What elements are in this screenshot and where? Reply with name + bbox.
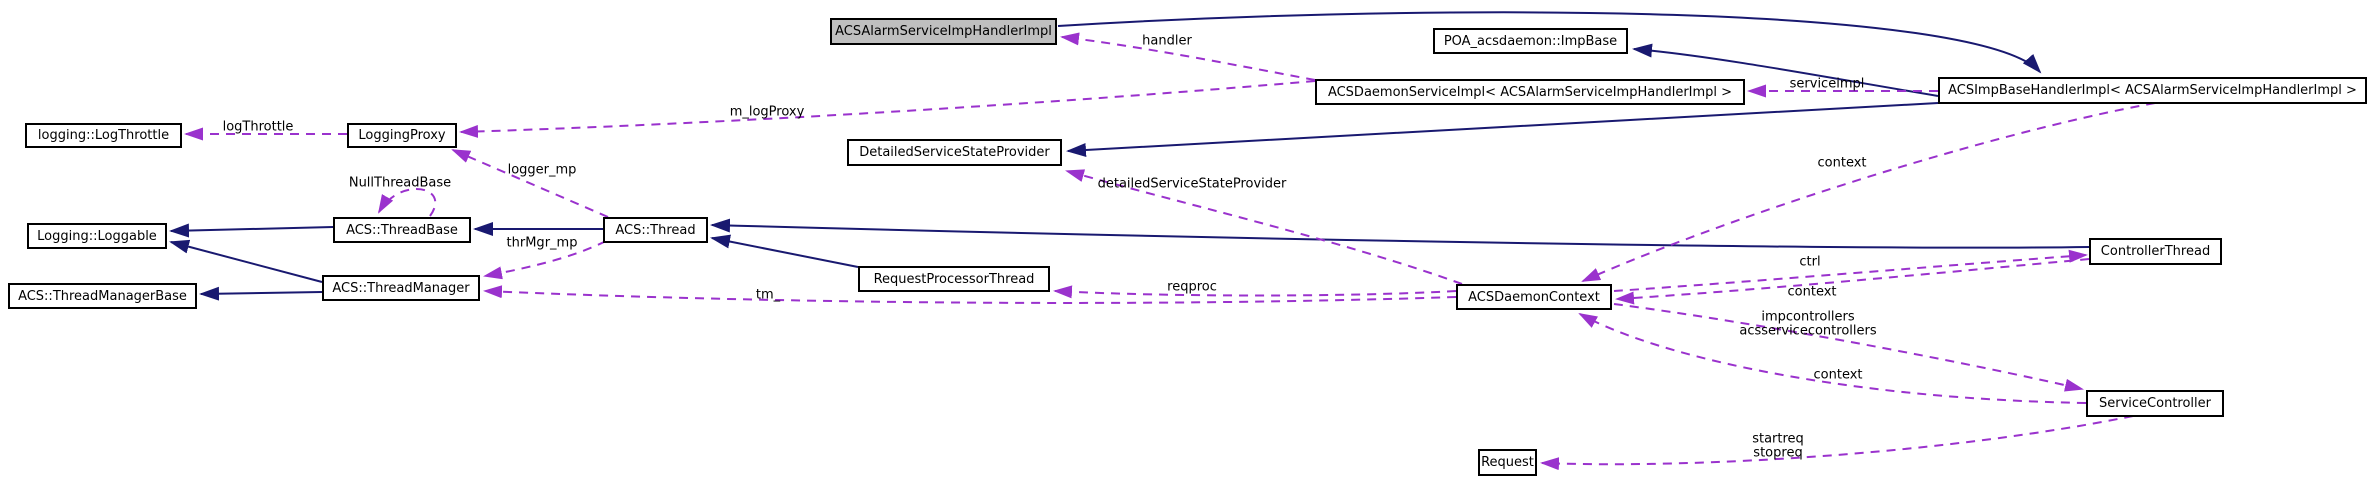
edge-label-ctrl: ctrl [1799,254,1821,270]
node-request[interactable]: Request [1478,449,1537,476]
edge-label-logthrottle: logThrottle [222,119,294,135]
node-logging-loggable[interactable]: Logging::Loggable [27,223,167,249]
node-controllerthread[interactable]: ControllerThread [2089,238,2222,265]
node-acs-thread[interactable]: ACS::Thread [603,217,708,243]
edge-context-from-controllerthread [1615,258,2090,305]
node-poa-acsdaemon-impbase[interactable]: POA_acsdaemon::ImpBase [1433,28,1628,54]
edge-inherit-requestprocessor-to-thread [710,234,859,268]
edge-detailedservicestateprovider [1065,169,1463,285]
edge-nullthreadbase-selfloop [377,188,437,217]
node-acs-threadmanagerbase[interactable]: ACS::ThreadManagerBase [8,283,197,309]
node-detailedservicestateprovider[interactable]: DetailedServiceStateProvider [847,139,1062,166]
edge-label-detailedservicestateprovider: detailedServiceStateProvider [1097,176,1287,192]
edge-logger-mp [451,149,609,218]
edge-label-tm: tm_ [755,287,781,303]
edge-reqproc [1053,285,1457,299]
node-acs-threadmanager[interactable]: ACS::ThreadManager [322,275,480,301]
edge-m-logproxy [459,80,1316,138]
edge-label-logger-mp: logger_mp [507,162,577,178]
edge-label-reqproc: reqproc [1167,279,1217,295]
edge-inherit-threadmanager-to-loggable [169,239,323,283]
edge-inherit-impbasehandler-to-poa [1632,43,1939,97]
edge-label-startreq: startreq [1752,431,1804,447]
node-acsalarmserviceimphandlerimpl: ACSAlarmServiceImpHandlerImpl [830,18,1057,45]
edge-label-acsservicecontrollers: acsservicecontrollers [1739,323,1877,339]
node-acsdaemonserviceimpl[interactable]: ACSDaemonServiceImpl< ACSAlarmServiceImp… [1315,79,1745,105]
edge-startreq-stopreq [1540,415,2134,471]
node-acsimpbasehandlerimpl[interactable]: ACSImpBaseHandlerImpl< ACSAlarmServiceIm… [1938,77,2367,104]
edge-label-nullthreadbase: NullThreadBase [348,175,452,191]
edge-context-from-impbasehandler [1581,102,2156,282]
edge-inherit-threadmanager-to-threadmanagerbase [199,286,323,301]
edge-label-context-impbasehandler: context [1817,155,1867,171]
edge-label-handler: handler [1142,33,1192,49]
edge-inherit-main-to-impbasehandler [1057,11,2042,74]
edge-label-stopreq: stopreq [1753,445,1803,461]
edge-inherit-impbasehandler-to-detailedprovider [1066,102,1939,157]
edge-handler [1060,32,1316,81]
edge-inherit-controllerthread-to-thread [710,218,2090,249]
node-servicecontroller[interactable]: ServiceController [2086,390,2224,417]
edge-label-serviceimpl: serviceimpl [1789,76,1865,92]
node-acsdaemoncontext[interactable]: ACSDaemonContext [1456,284,1612,310]
node-logging-logthrottle[interactable]: logging::LogThrottle [25,123,182,148]
edge-thrmgr-mp [483,240,607,280]
edge-tm [483,285,1457,304]
edge-label-context-servicecontroller: context [1813,367,1863,383]
edge-label-impcontrollers: impcontrollers [1761,309,1855,325]
edge-label-context-controllerthread: context [1787,284,1837,300]
edge-inherit-threadbase-to-loggable [169,223,334,238]
edge-ctrl [1613,249,2088,292]
node-requestprocessorthread[interactable]: RequestProcessorThread [858,266,1050,292]
edge-label-m-logproxy: m_logProxy [729,104,805,120]
edge-impcontrollers-acsservicecontrollers [1613,303,2084,392]
node-loggingproxy[interactable]: LoggingProxy [347,123,457,148]
edge-label-thrmgr-mp: thrMgr_mp [506,235,578,251]
node-acs-threadbase[interactable]: ACS::ThreadBase [333,217,471,243]
